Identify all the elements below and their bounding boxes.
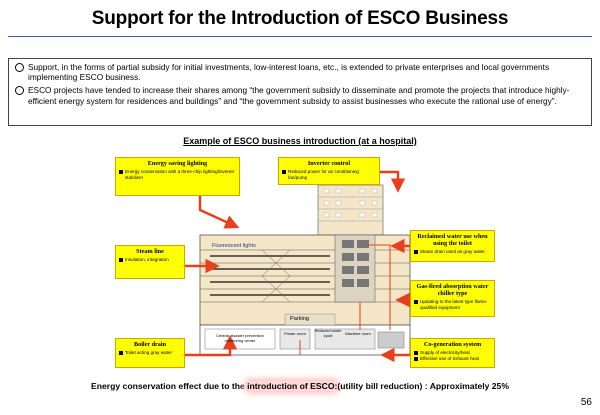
callout-inverter-control: Inverter control Reduced power for air c… xyxy=(278,157,380,185)
basement-power-room xyxy=(279,328,311,350)
callout-item: Steam drain used as gray water xyxy=(414,249,491,255)
upper-tower xyxy=(317,184,384,236)
esco-highlight: introduction of ESCO: xyxy=(247,381,338,391)
callout-energy-saving-lighting: Energy saving lighting Energy conservati… xyxy=(115,157,240,196)
callout-item: Supply of electricity/heat xyxy=(414,350,491,356)
callout-item: Updating to the latest type flame-qualif… xyxy=(414,299,491,310)
callout-title: Reclaimed water use when using the toile… xyxy=(417,233,488,247)
callout-item: Energy conservation with a three-chip li… xyxy=(119,169,236,180)
ducts xyxy=(261,249,291,303)
energy-conservation-summary: Energy conservation effect due to the in… xyxy=(91,381,509,391)
fluorescent-light-bars xyxy=(210,255,330,296)
square-bullet-icon xyxy=(414,300,418,304)
arrow-inverter xyxy=(380,170,406,193)
callout-item: Effective use of exhaust heat xyxy=(414,356,491,362)
bullet-text: Support, in the forms of partial subsidy… xyxy=(28,62,550,83)
callout-title: Energy saving lighting xyxy=(147,160,208,167)
equipment-units xyxy=(342,240,369,287)
arrow-boiler xyxy=(185,335,238,357)
callout-item: Toilet acting gray water xyxy=(119,350,181,356)
square-bullet-icon xyxy=(414,250,418,254)
square-bullet-icon xyxy=(119,170,123,174)
machine-room-label: Machine room xyxy=(345,331,371,336)
square-bullet-icon xyxy=(414,351,418,355)
bullet-item: ESCO projects have tended to increase th… xyxy=(15,85,585,106)
square-bullet-icon xyxy=(282,170,286,174)
square-bullet-icon xyxy=(119,258,123,262)
callout-steam-line: Steam line Insulation, integration xyxy=(115,245,185,279)
callout-reclaimed-water: Reclaimed water use when using the toile… xyxy=(410,230,495,262)
info-box: Support, in the forms of partial subsidy… xyxy=(8,58,592,126)
callout-absorption-chiller: Gas-fired absorption water chiller type … xyxy=(410,280,495,317)
fluorescent-lights-label: Fluorescent lights xyxy=(212,243,256,249)
parking-label: Parking xyxy=(290,316,309,322)
reduced-water-cycle-label: Reduced water cycle xyxy=(314,328,342,338)
callout-title: Boiler drain xyxy=(133,341,167,348)
callout-cogeneration: Co-generation system Supply of electrici… xyxy=(410,338,495,368)
circle-bullet-icon xyxy=(15,86,24,96)
callout-arrows xyxy=(185,170,418,363)
callout-item: Insulation, integration xyxy=(119,257,181,263)
diagram-subtitle: Example of ESCO business introduction (a… xyxy=(183,136,417,146)
callout-item: Reduced power for air conditioning fan/p… xyxy=(282,169,376,180)
power-room-label: Power room xyxy=(284,331,306,336)
square-bullet-icon xyxy=(414,356,418,361)
tower-window-dots xyxy=(323,188,378,218)
arrow-lighting xyxy=(198,196,240,229)
basement-control-room xyxy=(204,328,276,350)
callout-boiler-drain: Boiler drain Toilet acting gray water xyxy=(115,338,185,368)
basement-tank xyxy=(377,331,405,349)
square-bullet-icon xyxy=(119,351,123,355)
bullet-text: ESCO projects have tended to increase th… xyxy=(28,85,570,106)
disaster-center-label: Central disaster prevention monitoring c… xyxy=(216,333,264,343)
callout-title: Co-generation system xyxy=(423,341,482,348)
callout-title: Steam line xyxy=(136,248,164,255)
callout-title: Inverter control xyxy=(307,160,351,167)
title-divider xyxy=(8,36,592,37)
tower-windows xyxy=(318,196,383,222)
slide-title: Support for the Introduction of ESCO Bus… xyxy=(91,8,509,29)
parking-strip xyxy=(284,313,336,326)
page-number: 56 xyxy=(580,397,592,408)
circle-bullet-icon xyxy=(15,63,24,72)
bullet-item: Support, in the forms of partial subsidy… xyxy=(15,62,585,82)
basement-machine-room xyxy=(314,328,376,350)
pipe-lines xyxy=(299,244,391,355)
callout-title: Gas-fired absorption water chiller type xyxy=(416,283,489,297)
